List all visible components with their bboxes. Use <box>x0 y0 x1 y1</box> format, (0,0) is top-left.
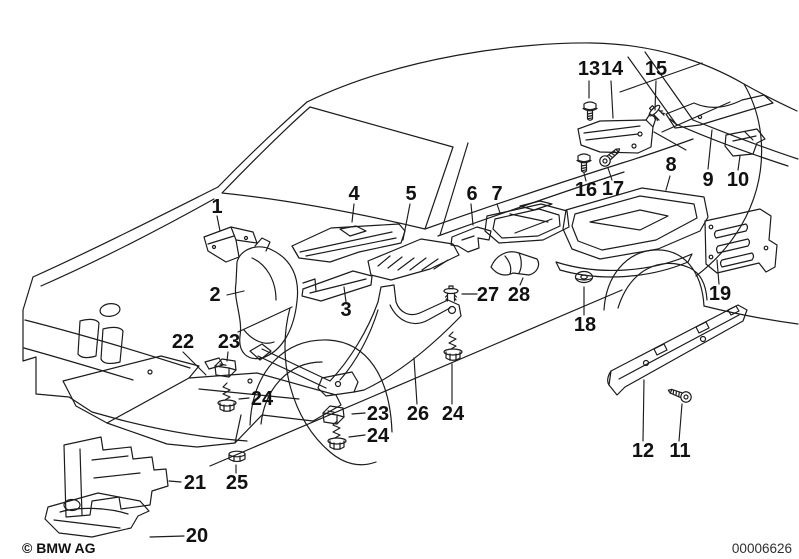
callout-24b[interactable]: 24 <box>367 425 390 447</box>
callout-28[interactable]: 28 <box>508 284 530 306</box>
callout-13[interactable]: 13 <box>578 58 600 80</box>
part-22-front-underbody-shield <box>62 355 342 448</box>
callout-6[interactable]: 6 <box>466 183 477 205</box>
part-7-tray-insulation <box>484 200 570 244</box>
part-15-expanding-rivet <box>645 101 668 124</box>
callout-24c[interactable]: 24 <box>442 403 465 425</box>
part-11-torx-screw <box>665 384 694 405</box>
callout-11[interactable]: 11 <box>669 440 690 462</box>
callout-17[interactable]: 17 <box>602 178 624 200</box>
part-26-tunnel-heat-shield <box>249 284 462 397</box>
part-16-hex-screw <box>576 153 592 173</box>
callout-24a[interactable]: 24 <box>251 388 274 410</box>
callouts: 1 2 3 4 5 6 7 8 9 10 11 12 13 14 15 16 1… <box>172 58 749 547</box>
callout-7[interactable]: 7 <box>491 183 502 205</box>
callout-9[interactable]: 9 <box>702 169 713 191</box>
part-6-bracket <box>450 226 492 253</box>
callout-14[interactable]: 14 <box>601 58 624 80</box>
callout-2[interactable]: 2 <box>209 284 220 306</box>
callout-16[interactable]: 16 <box>575 179 597 201</box>
part-24a-screw <box>217 382 237 412</box>
part-24b-screw <box>327 420 347 450</box>
callout-10[interactable]: 10 <box>727 169 749 191</box>
pointer-lines <box>237 62 731 333</box>
callout-20[interactable]: 20 <box>186 525 208 547</box>
callout-26[interactable]: 26 <box>407 403 429 425</box>
part-2-wheelhouse-insulation <box>234 237 299 360</box>
callout-25[interactable]: 25 <box>226 472 248 494</box>
car-body-outline <box>22 42 799 467</box>
callout-4[interactable]: 4 <box>348 183 360 205</box>
callout-21[interactable]: 21 <box>184 472 206 494</box>
part-13-hex-screw <box>582 101 598 121</box>
part-25-hex-nut <box>228 450 246 463</box>
part-28-tunnel-cover <box>490 251 540 276</box>
leader-lines <box>149 80 741 538</box>
part-5-tunnel-insulation <box>367 238 460 281</box>
copyright-text: © BMW AG <box>22 540 96 556</box>
callout-8[interactable]: 8 <box>665 154 676 176</box>
callout-3[interactable]: 3 <box>340 299 351 321</box>
part-18-grommet <box>574 270 594 284</box>
callout-15[interactable]: 15 <box>645 58 667 80</box>
callout-18[interactable]: 18 <box>574 314 596 336</box>
callout-23b[interactable]: 23 <box>367 403 389 425</box>
part-19-slotted-bracket <box>704 208 778 274</box>
part-4-front-floor-insulation <box>291 223 406 263</box>
part-27-expanding-rivet <box>443 285 459 302</box>
part-10-small-plate <box>724 128 766 157</box>
callout-5[interactable]: 5 <box>405 183 416 205</box>
part-8-trunk-insulation-tray <box>555 187 709 278</box>
part-20-air-duct <box>44 492 150 538</box>
callout-1[interactable]: 1 <box>211 196 222 218</box>
document-number: 00006626 <box>732 541 792 556</box>
callout-27[interactable]: 27 <box>477 284 499 306</box>
callout-12[interactable]: 12 <box>632 440 654 462</box>
part-12-sill-strip <box>607 304 748 396</box>
callout-22[interactable]: 22 <box>172 331 194 353</box>
part-1-front-insulation <box>203 226 258 263</box>
callout-23a[interactable]: 23 <box>218 331 240 353</box>
part-21-side-panel <box>63 436 169 518</box>
part-24c-screw <box>443 331 463 361</box>
callout-19[interactable]: 19 <box>709 283 731 305</box>
part-3-floor-insulation-bar <box>301 270 373 302</box>
part-17-torx-screw <box>597 144 624 169</box>
bmw-roundel <box>99 303 121 317</box>
part-9-shelf-panel <box>665 94 774 129</box>
part-14-bracket-panel <box>577 113 657 154</box>
